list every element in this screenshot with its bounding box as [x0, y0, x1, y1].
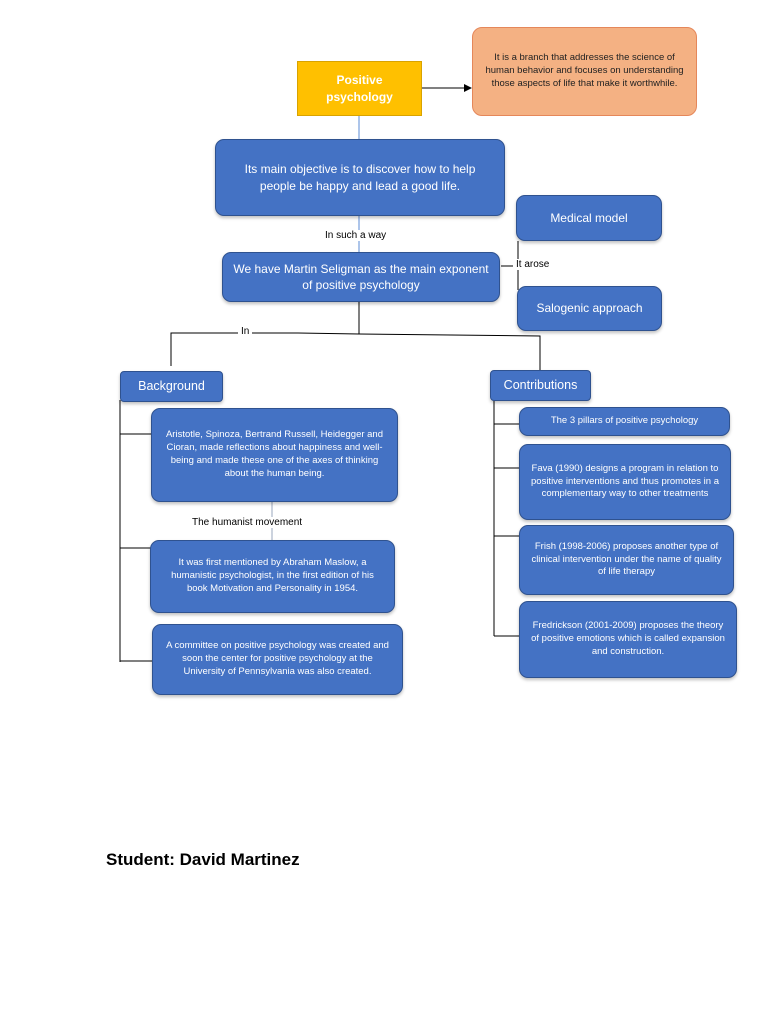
salogenic-approach-text: Salogenic approach [536, 301, 643, 316]
root-title: Positive psychology [326, 73, 393, 104]
background-item: Aristotle, Spinoza, Bertrand Russell, He… [151, 408, 398, 502]
contribution-item: The 3 pillars of positive psychology [519, 407, 730, 436]
contribution-item: Fredrickson (2001-2009) proposes the the… [519, 601, 737, 678]
background-item: It was first mentioned by Abraham Maslow… [150, 540, 395, 613]
root-node: Positive psychology [297, 61, 422, 116]
background-item-text: It was first mentioned by Abraham Maslow… [171, 557, 374, 594]
background-header: Background [120, 371, 223, 402]
contribution-item-text: Fava (1990) designs a program in relatio… [531, 462, 719, 500]
background-item-text: A committee on positive psychology was c… [166, 640, 389, 677]
exponent-node: We have Martin Seligman as the main expo… [222, 252, 500, 302]
contribution-item: Fava (1990) designs a program in relatio… [519, 444, 731, 520]
background-branch-line [170, 332, 360, 366]
it-arose-label: It arose [513, 259, 553, 270]
in-label: In [238, 326, 253, 337]
salogenic-approach-node: Salogenic approach [517, 286, 662, 331]
in-such-a-way-label: In such a way [322, 230, 390, 241]
contribution-item-text: Fredrickson (2001-2009) proposes the the… [531, 620, 725, 657]
definition-node: It is a branch that addresses the scienc… [472, 27, 697, 116]
objective-node: Its main objective is to discover how to… [215, 139, 505, 216]
contributions-header: Contributions [490, 370, 591, 401]
contribution-item-text: The 3 pillars of positive psychology [550, 415, 699, 427]
background-item: A committee on positive psychology was c… [152, 624, 403, 695]
humanist-movement-label: The humanist movement [189, 517, 306, 528]
definition-text: It is a branch that addresses the scienc… [485, 52, 684, 89]
medical-model-text: Medical model [550, 210, 628, 225]
contributions-header-text: Contributions [503, 378, 578, 393]
contribution-item-text: Frish (1998-2006) proposes another type … [531, 540, 722, 578]
contribution-item: Frish (1998-2006) proposes another type … [519, 525, 734, 595]
contributions-branch-line [358, 333, 541, 370]
exponent-text: We have Martin Seligman as the main expo… [233, 261, 489, 292]
background-header-text: Background [138, 379, 205, 394]
medical-model-node: Medical model [516, 195, 662, 241]
student-name: Student: David Martinez [106, 850, 300, 869]
background-item-text: Aristotle, Spinoza, Bertrand Russell, He… [165, 429, 384, 479]
objective-text: Its main objective is to discover how to… [244, 162, 476, 193]
